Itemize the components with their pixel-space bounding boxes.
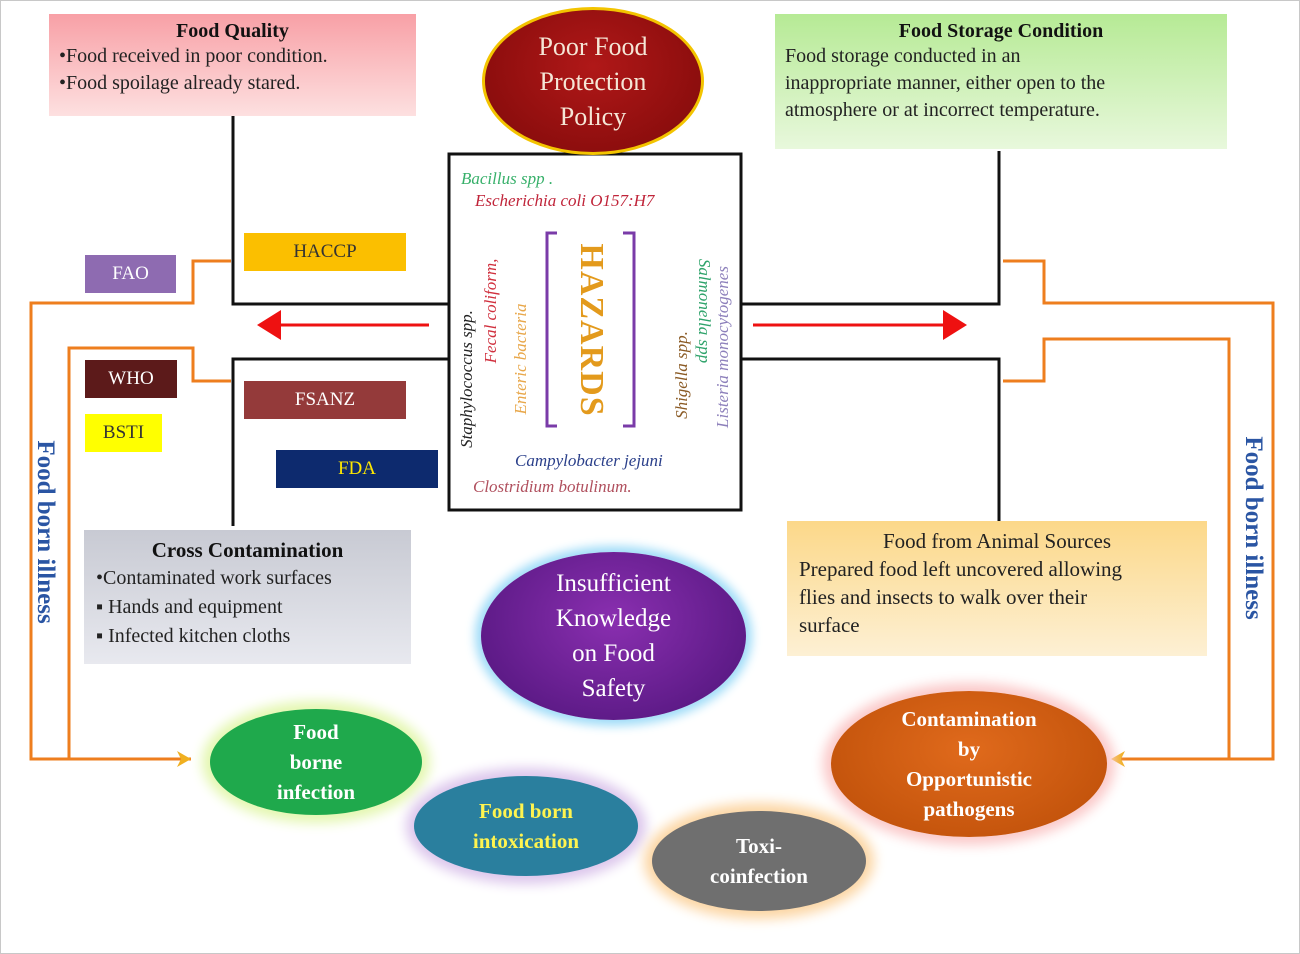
orange-arrowheads [177,751,1125,767]
fecal-coliform-label: Fecal coliform, [481,258,500,364]
bacillus-label: Bacillus spp . [461,169,554,188]
animal-sources-line: surface [799,613,860,637]
cross-contamination-title: Cross Contamination [151,538,344,562]
campylobacter-label: Campylobacter jejuni [515,451,663,470]
haccp-tag: HACCP [244,233,406,271]
listeria-label: Listeria monocytogenes [713,266,732,428]
cross-contamination-box: Cross Contamination •Contaminated work s… [84,530,411,664]
cross-contamination-line: •Contaminated work surfaces [96,567,332,589]
animal-sources-line: flies and insects to walk over their [799,585,1088,609]
insufficient-knowledge-ellipse: Insufficient Knowledge on Food Safety [481,552,746,720]
animal-sources-box: Food from Animal Sources Prepared food l… [787,521,1207,656]
orange-routing-lines [29,259,1275,761]
hazard-box [447,152,743,512]
food-quality-box: Food Quality •Food received in poor cond… [49,14,416,116]
fao-tag: FAO [85,255,176,293]
cross-contamination-line: ▪ Infected kitchen cloths [96,625,291,647]
food-born-illness-right-label: Food born illness [1240,436,1267,620]
bracket-lines [231,116,1001,526]
food-borne-infection-ellipse: Food borne infection [210,709,422,815]
food-quality-line: •Food received in poor condition. [59,45,328,67]
food-storage-line: inappropriate manner, either open to the [785,72,1106,94]
animal-sources-line: Prepared food left uncovered allowing [799,557,1123,581]
animal-sources-title: Food from Animal Sources [882,529,1112,553]
toxicoinfection-ellipse: Toxi- coinfection [652,811,866,911]
food-storage-condition-box: Food Storage Condition Food storage cond… [775,14,1227,149]
opportunistic-pathogens-ellipse: Contamination by Opportunistic pathogens [831,691,1107,837]
food-born-intoxication-ellipse: Food born intoxication [414,776,638,876]
hazards-title: HAZARDS [573,243,610,417]
staphylococcus-label: Staphylococcus spp. [457,310,476,448]
salmonella-label: Salmonella spp [695,258,714,364]
who-tag: WHO [85,360,177,398]
food-quality-title: Food Quality [176,20,289,42]
cross-contamination-line: ▪ Hands and equipment [96,596,283,618]
fsanz-tag: FSANZ [244,381,406,419]
food-storage-title: Food Storage Condition [898,20,1104,42]
ecoli-label: Escherichia coli O157:H7 [475,191,655,210]
poor-food-protection-policy-ellipse: Poor Food Protection Policy [482,7,704,155]
hazards-brackets [545,231,636,428]
bsti-tag: BSTI [85,414,162,452]
fda-tag: FDA [276,450,438,488]
clostridium-label: Clostridium botulinum. [473,477,632,496]
shigella-label: Shigella spp. [672,331,691,419]
food-storage-line: Food storage conducted in an [785,45,1021,67]
food-born-illness-left-label: Food born illness [32,440,59,624]
enteric-bacteria-label: Enteric bacteria [511,303,530,415]
food-storage-line: atmosphere or at incorrect temperature. [785,99,1100,121]
food-quality-line: •Food spoilage already stared. [59,72,301,94]
